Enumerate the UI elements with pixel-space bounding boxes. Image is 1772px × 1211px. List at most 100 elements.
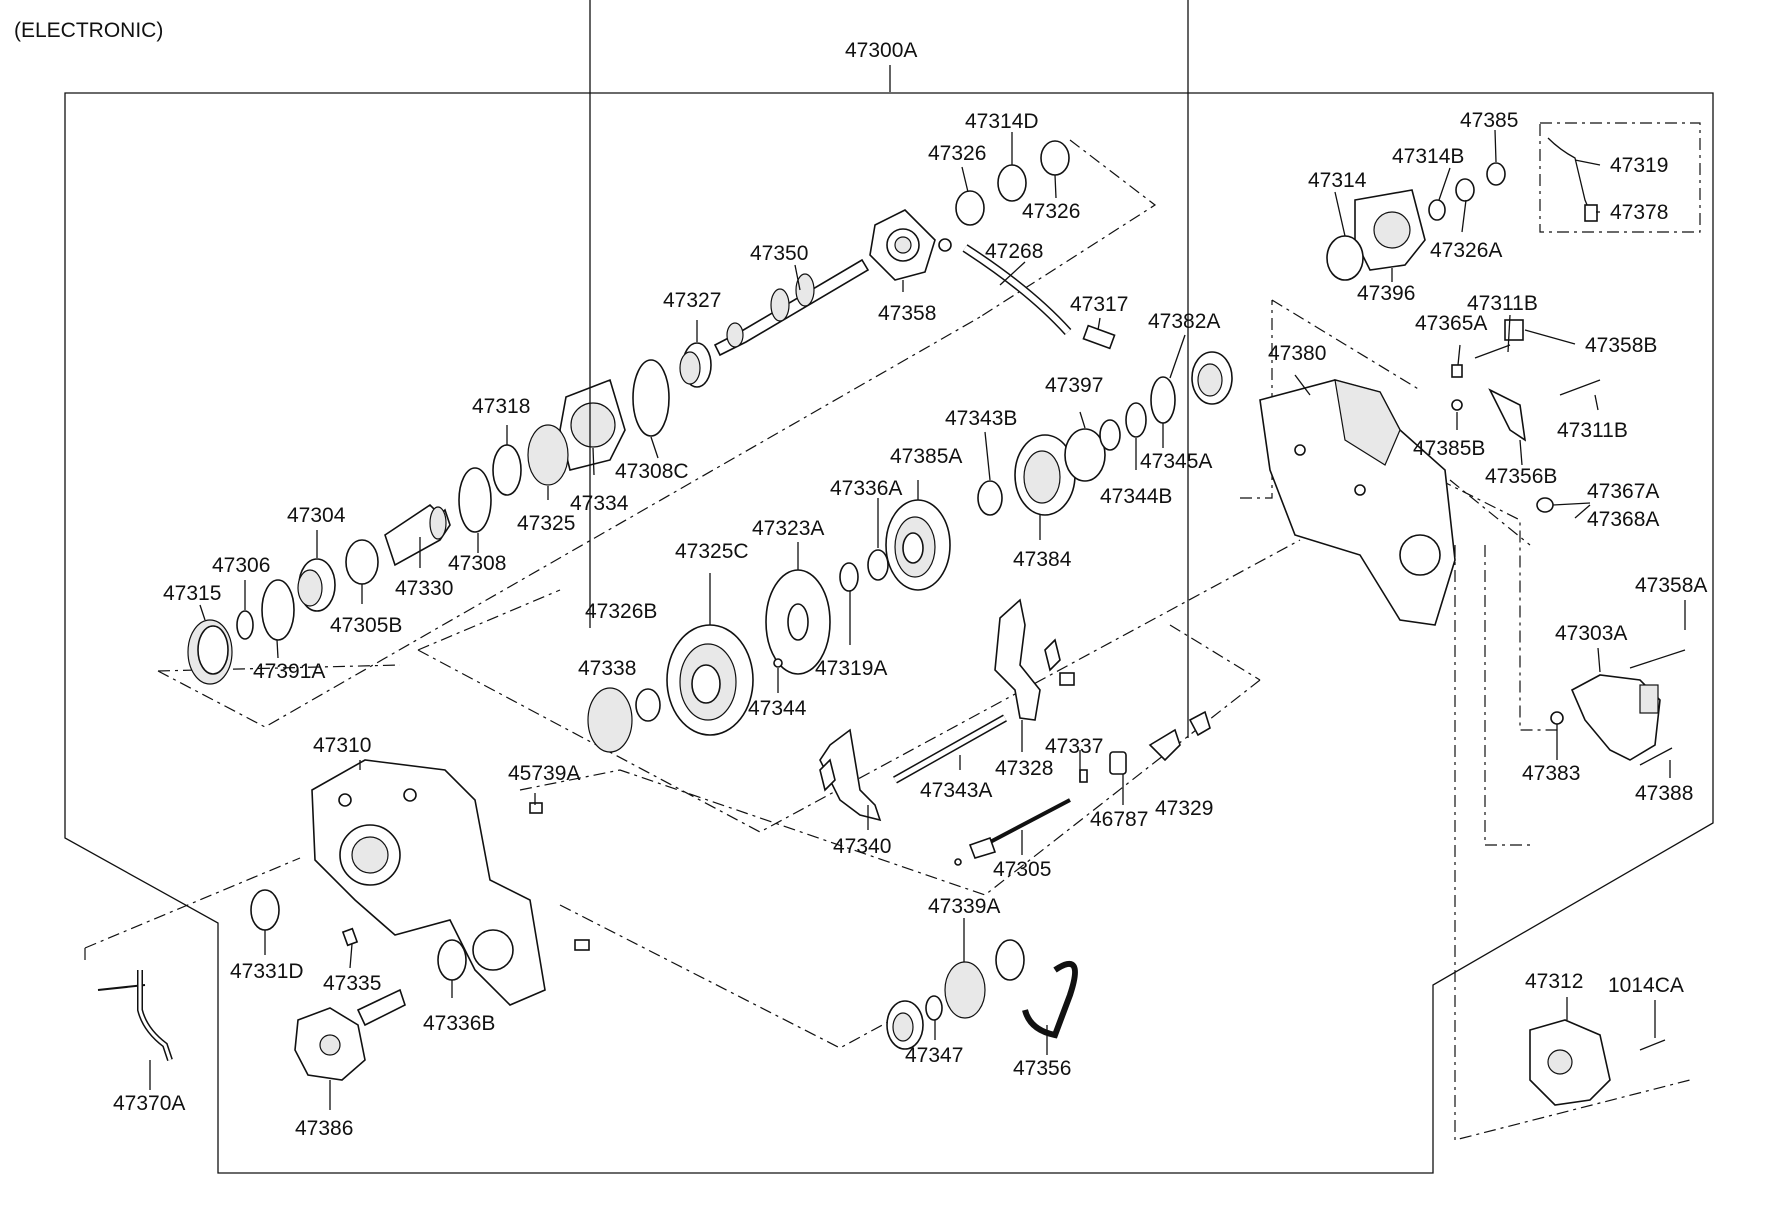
front-bearing: [1191, 351, 1233, 405]
part-label: 47326: [928, 142, 986, 165]
dashed-frame-lower: [559, 904, 911, 1049]
part-label: 47378: [1610, 201, 1668, 224]
small-nut: [938, 238, 952, 252]
part-label: 47331D: [230, 960, 304, 983]
bolt: [1559, 379, 1601, 396]
part-label: 47344: [748, 697, 807, 720]
part-label: 47356B: [1485, 465, 1557, 488]
part-label: 47384: [1013, 548, 1072, 571]
washer: [1486, 162, 1506, 186]
part-label: 47368A: [1587, 508, 1659, 531]
planetary-carrier: [559, 378, 626, 471]
input-shaft: [384, 503, 451, 567]
shift-cam: [1148, 710, 1211, 762]
snap-ring: [632, 359, 670, 437]
washer: [345, 539, 379, 585]
variant-label: (ELECTRONIC): [14, 19, 163, 42]
part-label: 47340: [833, 835, 891, 858]
retaining-ring: [236, 610, 254, 640]
assembly-label: 47300A: [845, 39, 917, 62]
bearing-a: [885, 499, 951, 591]
part-label: 47334: [570, 492, 629, 515]
part-label: 47329: [1155, 797, 1213, 820]
part-label: 47391A: [253, 660, 325, 683]
dashed-frame-sensor-box: [1539, 122, 1701, 233]
snap-ring: [839, 562, 859, 592]
bearing: [995, 939, 1025, 981]
part-label: 47323A: [752, 517, 824, 540]
front-case: [311, 759, 546, 1006]
main-shaft: [713, 258, 870, 357]
part-label: 47336B: [423, 1012, 495, 1035]
part-labels: 47314D 47326 47326 47385 47314B 47319 47…: [113, 109, 1707, 1140]
dashed-frame-left-tube: [84, 857, 301, 965]
part-label: 47388: [1635, 782, 1693, 805]
bracket: [1488, 388, 1527, 442]
bearing: [437, 939, 467, 981]
large-bearing-c: [666, 624, 754, 736]
seal-ring: [955, 190, 985, 226]
part-label: 47358B: [1585, 334, 1657, 357]
bushing: [1109, 751, 1127, 775]
bolt: [1629, 649, 1686, 669]
part-label: 47385: [1460, 109, 1518, 132]
sun-gear: [527, 424, 569, 486]
part-label: 47315: [163, 582, 221, 605]
part-label: 47325C: [675, 540, 749, 563]
part-label: 47330: [395, 577, 453, 600]
part-label: 47314: [1308, 169, 1367, 192]
part-label: 47308: [448, 552, 506, 575]
magnet: [529, 802, 543, 814]
output-bearing: [1014, 434, 1076, 516]
fork-rail: [893, 714, 1007, 784]
part-label: 47305: [993, 858, 1051, 881]
bearing-lower: [886, 1000, 924, 1050]
part-label: 47319A: [815, 657, 887, 680]
part-label: 47365A: [1415, 312, 1487, 335]
part-label: 47345A: [1140, 450, 1212, 473]
driven-sprocket: [944, 961, 986, 1019]
part-label: 47327: [663, 289, 721, 312]
shift-fork-lower: [819, 728, 882, 822]
part-label: 47386: [295, 1117, 353, 1140]
dashed-frame-upper-shaft: [157, 139, 1157, 728]
speed-sensor: [1082, 324, 1116, 350]
shift-actuator: [1570, 674, 1661, 761]
dashed-frame-mid-gears: [417, 539, 1301, 833]
part-label: 47314D: [965, 110, 1039, 133]
part-label: 47336A: [830, 477, 902, 500]
part-label: 47304: [287, 504, 346, 527]
part-label: 47358: [878, 302, 936, 325]
wire-harness: [1547, 137, 1591, 213]
bolt: [1639, 1039, 1666, 1051]
drive-sprocket: [587, 687, 633, 753]
check-ball: [773, 658, 783, 668]
needle-bearing: [635, 688, 661, 722]
oil-seal: [997, 164, 1027, 202]
part-label: 1014CA: [1608, 974, 1684, 997]
part-label: 47303A: [1555, 622, 1627, 645]
oil-seal: [1326, 235, 1364, 281]
part-label: 47383: [1522, 762, 1580, 785]
part-label: 47268: [985, 240, 1043, 263]
dashed-frame-forks: [519, 624, 1261, 896]
snap-ring: [1150, 376, 1176, 424]
part-label: 47312: [1525, 970, 1583, 993]
part-label: 47325: [517, 512, 575, 535]
part-label: 47339A: [928, 895, 1000, 918]
snap-ring: [925, 995, 943, 1021]
tube-fitting: [97, 970, 173, 1061]
part-label: 47338: [578, 657, 636, 680]
part-label: 47397: [1045, 374, 1103, 397]
part-label: 47326: [1022, 200, 1080, 223]
part-label: 47356: [1013, 1057, 1071, 1080]
companion-flange: [1354, 189, 1426, 271]
pin: [1079, 769, 1088, 783]
part-label: 47380: [1268, 342, 1326, 365]
part-label: 47396: [1357, 282, 1415, 305]
nut: [1451, 399, 1463, 411]
part-label: 47385A: [890, 445, 962, 468]
part-label: 47318: [472, 395, 530, 418]
part-label: 45739A: [508, 762, 580, 785]
detent-spring: [1059, 672, 1075, 686]
